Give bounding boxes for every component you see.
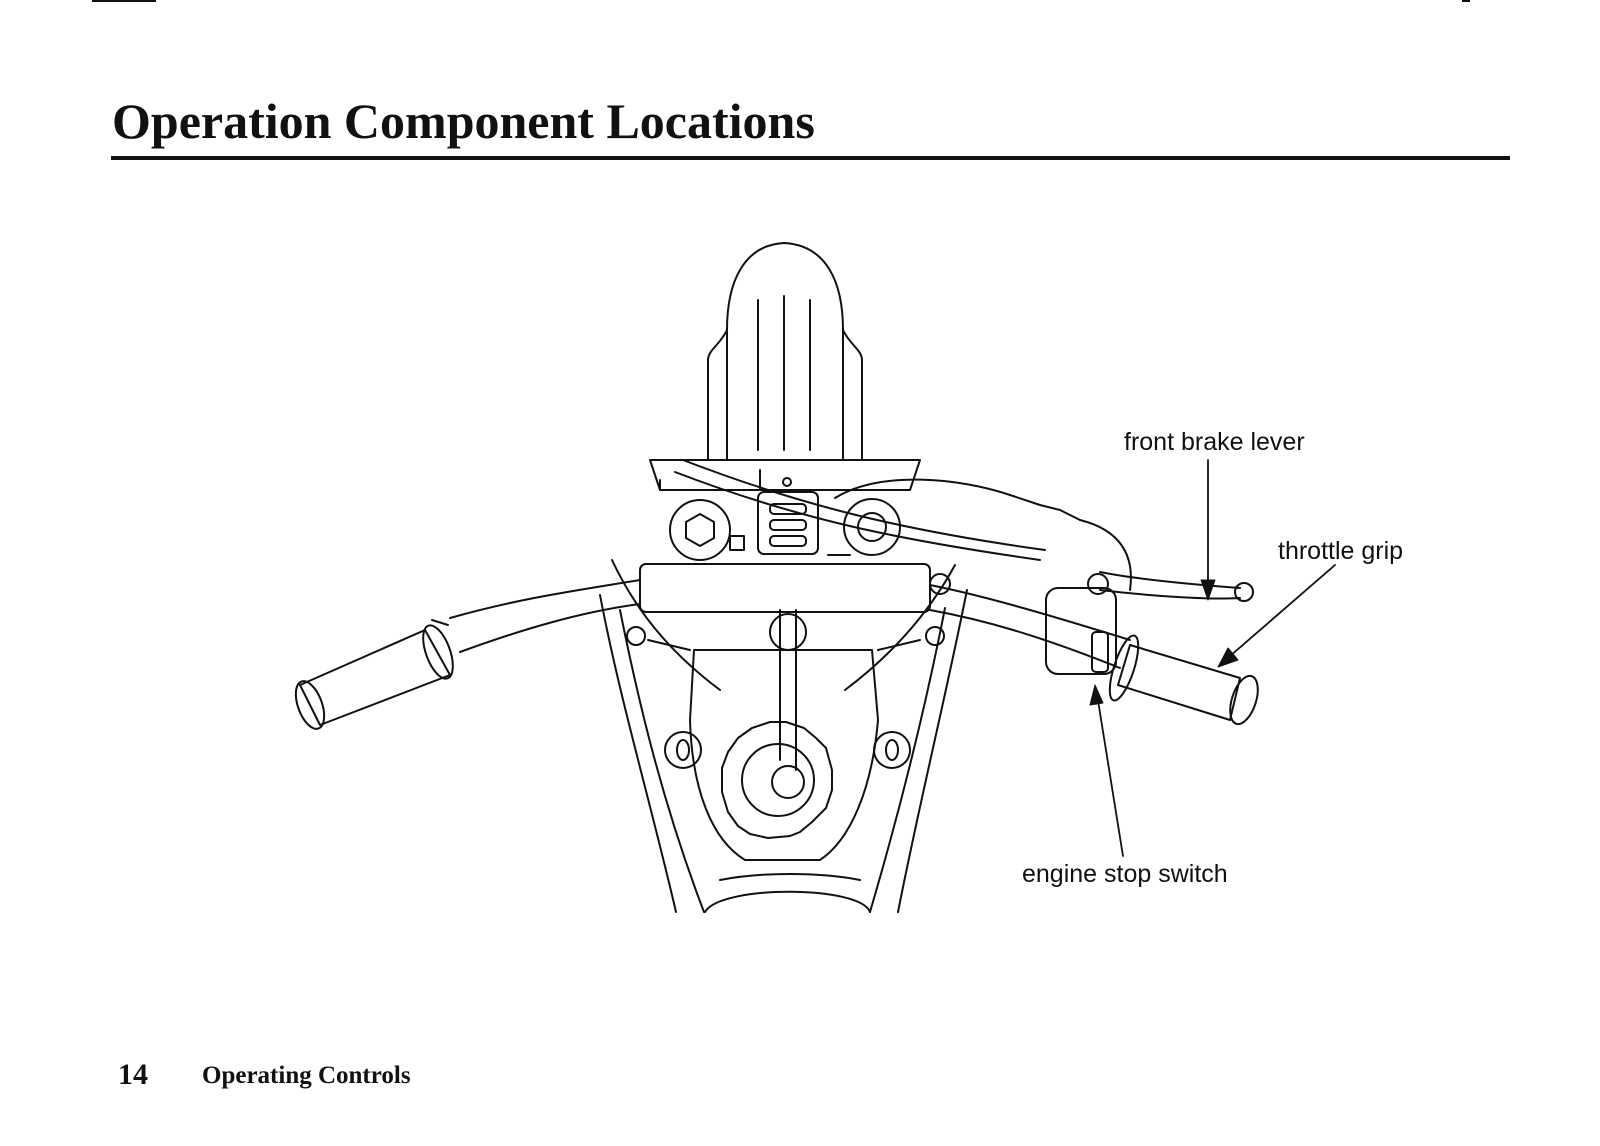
fuel-tank-illustration: [665, 650, 910, 912]
title-underline: [111, 156, 1510, 160]
triple-clamp-illustration: [650, 460, 920, 560]
throttle-grip-label: throttle grip: [1278, 537, 1404, 565]
page-number: 14: [118, 1058, 148, 1091]
right-controls-illustration: [930, 572, 1263, 727]
fork-body-illustration: [600, 560, 967, 912]
number-plate-illustration: [708, 243, 862, 460]
scan-edge-mark: [1462, 0, 1470, 2]
page-title: Operation Component Locations: [112, 93, 815, 149]
front-brake-lever-label: front brake lever: [1124, 428, 1305, 456]
leader-lines: [1096, 460, 1335, 856]
left-grip-illustration: [290, 620, 459, 733]
cable-illustration: [675, 460, 1131, 770]
arrowheads: [1090, 580, 1238, 705]
engine-stop-switch-label: engine stop switch: [1022, 860, 1228, 888]
scan-edge-mark: [92, 0, 156, 2]
section-title: Operating Controls: [202, 1062, 411, 1089]
handlebar-illustration: [450, 564, 1130, 668]
